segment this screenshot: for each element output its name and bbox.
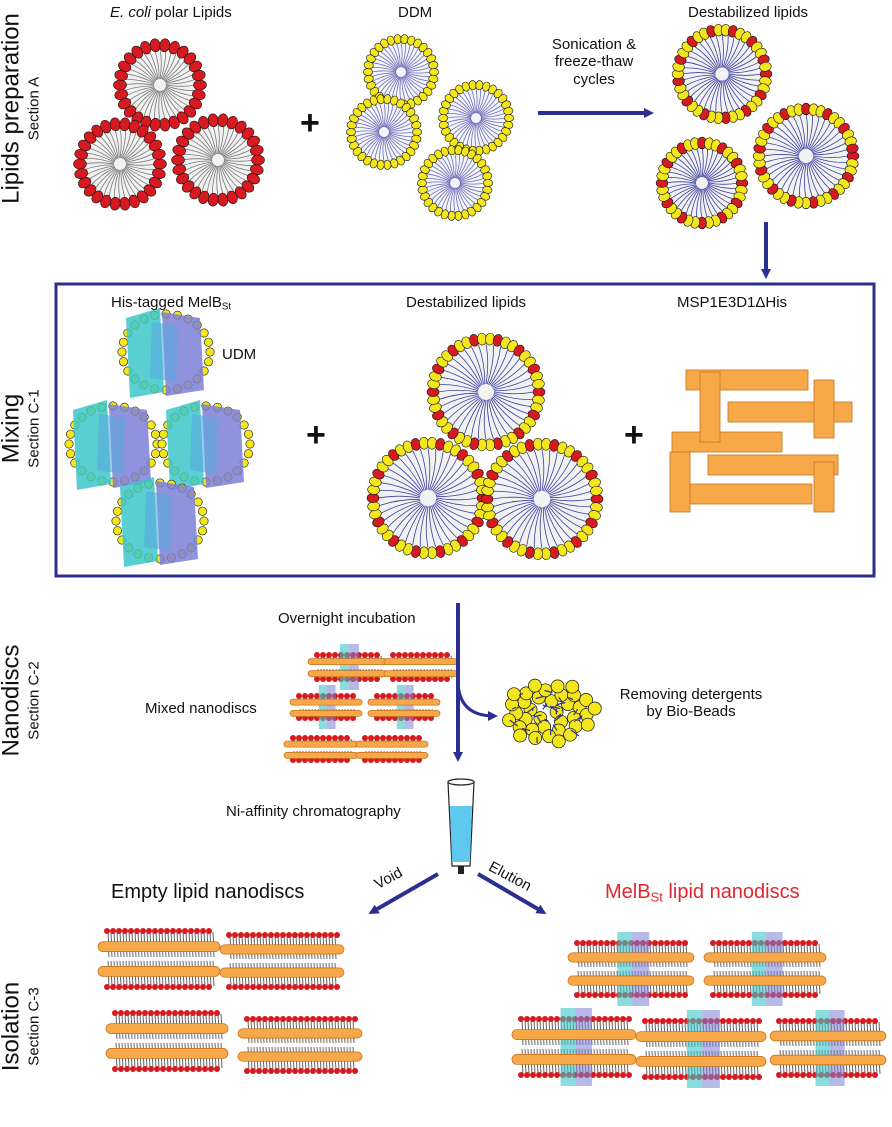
section-a-heading: Lipids preparation <box>0 13 25 204</box>
mixed-nanodisc-6 <box>355 735 429 763</box>
section-c1-subtitle: Section C-1 <box>25 389 43 468</box>
ecoli-micelle-left <box>73 117 167 211</box>
mix-destab-left <box>366 436 490 560</box>
melb-nanodisc-5 <box>769 1010 887 1086</box>
empty-nanodisc-4 <box>237 1016 363 1074</box>
elution-arrow <box>476 872 547 915</box>
melb-title-subscript: St <box>650 889 663 905</box>
section-c3-title: Isolation Section C-3 <box>0 927 43 1127</box>
msp-belt-segment <box>813 461 835 513</box>
sonication-line-2: freeze-thaw <box>554 53 634 71</box>
melb-udm-micelle-right <box>157 400 255 490</box>
plus-sign-c1-left: + <box>306 416 326 454</box>
empty-nanodisc-1 <box>97 928 221 990</box>
mixed-nanodisc-2 <box>383 652 459 682</box>
mix-destab-top <box>426 332 546 452</box>
section-c2-title: Nanodiscs Section C-2 <box>0 601 43 801</box>
ddm-label: DDM <box>398 4 433 21</box>
plus-sign-c1-right: + <box>624 416 644 454</box>
melb-nanodisc-4 <box>635 1010 767 1088</box>
ecoli-lipids-label: E. coli polar Lipids <box>110 4 232 21</box>
section-a-subtitle: Section A <box>25 76 43 141</box>
sonication-label: Sonication & freeze-thaw cycles <box>531 36 657 88</box>
msp-label: MSP1E3D1ΔHis <box>677 294 788 311</box>
mixed-nanodisc-5 <box>283 735 359 763</box>
mixed-nanodisc-3 <box>289 685 363 729</box>
plus-sign-a: + <box>300 104 320 142</box>
destab-micelle-left <box>655 136 749 230</box>
removing-line-1: Removing detergents <box>619 686 763 703</box>
msp-belt-segment <box>707 454 839 476</box>
ecoli-micelle-top <box>113 38 207 132</box>
ecoli-italic-text: E. coli <box>110 4 151 21</box>
udm-label: UDM <box>222 346 257 363</box>
msp-belt-segment <box>671 431 783 453</box>
mixed-nanodisc-4 <box>367 685 441 729</box>
ecoli-rest-text: polar Lipids <box>150 4 232 21</box>
ddm-micelle-4 <box>417 145 493 221</box>
melb-title-rest: lipid nanodiscs <box>662 881 800 903</box>
mixed-nanodiscs-label: Mixed nanodiscs <box>145 700 257 717</box>
biobeads-arrow <box>456 679 498 721</box>
section-c3-subtitle: Section C-3 <box>25 987 43 1066</box>
ecoli-micelle-right <box>171 113 265 207</box>
void-arrow <box>368 872 439 914</box>
workflow-diagram: Lipids preparation Section A Mixing Sect… <box>0 4 887 1088</box>
destab-micelle-right <box>752 102 860 210</box>
ni-affinity-label: Ni-affinity chromatography <box>226 803 401 820</box>
section-c2-heading: Nanodiscs <box>0 644 25 757</box>
msp-belt-segment <box>669 451 691 513</box>
destabilized-lipids-top-label: Destabilized lipids <box>688 4 809 21</box>
melb-udm-micelle-bottom <box>111 477 209 567</box>
section-c3-heading: Isolation <box>0 981 25 1072</box>
his-tagged-main-text: His-tagged MelB <box>111 294 222 311</box>
mix-destab-right <box>480 437 604 561</box>
section-a-title: Lipids preparation Section A <box>0 9 43 209</box>
melb-nanodiscs-title: MelBSt lipid nanodiscs <box>605 881 800 905</box>
section-c2-subtitle: Section C-2 <box>25 661 43 740</box>
diagram-canvas <box>54 24 887 1088</box>
ddm-micelle-2 <box>346 94 422 170</box>
bio-beads <box>502 678 602 749</box>
melb-nanodisc-3 <box>511 1008 637 1086</box>
sonication-line-1: Sonication & <box>551 36 637 53</box>
mixing-section-box <box>54 282 876 578</box>
mixed-nanodisc-1 <box>307 644 389 690</box>
his-tagged-subscript: St <box>221 301 232 313</box>
msp-belt-segment <box>813 379 835 439</box>
section-c1-title: Mixing Section C-1 <box>0 329 43 529</box>
destabilized-lipids-mix-label: Destabilized lipids <box>406 294 527 311</box>
ni-affinity-column <box>447 778 475 874</box>
melb-udm-micelle-top <box>117 308 215 398</box>
destab-micelle-top <box>671 24 773 124</box>
melb-nanodisc-1 <box>567 932 695 1006</box>
his-tagged-melb-label: His-tagged MelBSt <box>111 294 231 313</box>
melb-udm-micelle-left <box>64 400 162 490</box>
overnight-incubation-label: Overnight incubation <box>278 610 416 627</box>
msp-belt-segment <box>699 371 721 443</box>
empty-nanodisc-3 <box>105 1010 229 1072</box>
msp-belt-segment <box>689 483 813 505</box>
melb-title-main: MelB <box>605 881 651 903</box>
section-c1-heading: Mixing <box>0 393 25 464</box>
ddm-micelle-3 <box>438 80 514 156</box>
melb-nanodisc-2 <box>703 932 827 1006</box>
removing-line-2: by Bio-Beads <box>646 703 736 721</box>
removing-detergents-label: Removing detergents by Bio-Beads <box>606 686 776 721</box>
empty-nanodiscs-title: Empty lipid nanodiscs <box>111 881 305 903</box>
sonication-line-3: cycles <box>573 70 615 88</box>
empty-nanodisc-2 <box>219 932 345 990</box>
